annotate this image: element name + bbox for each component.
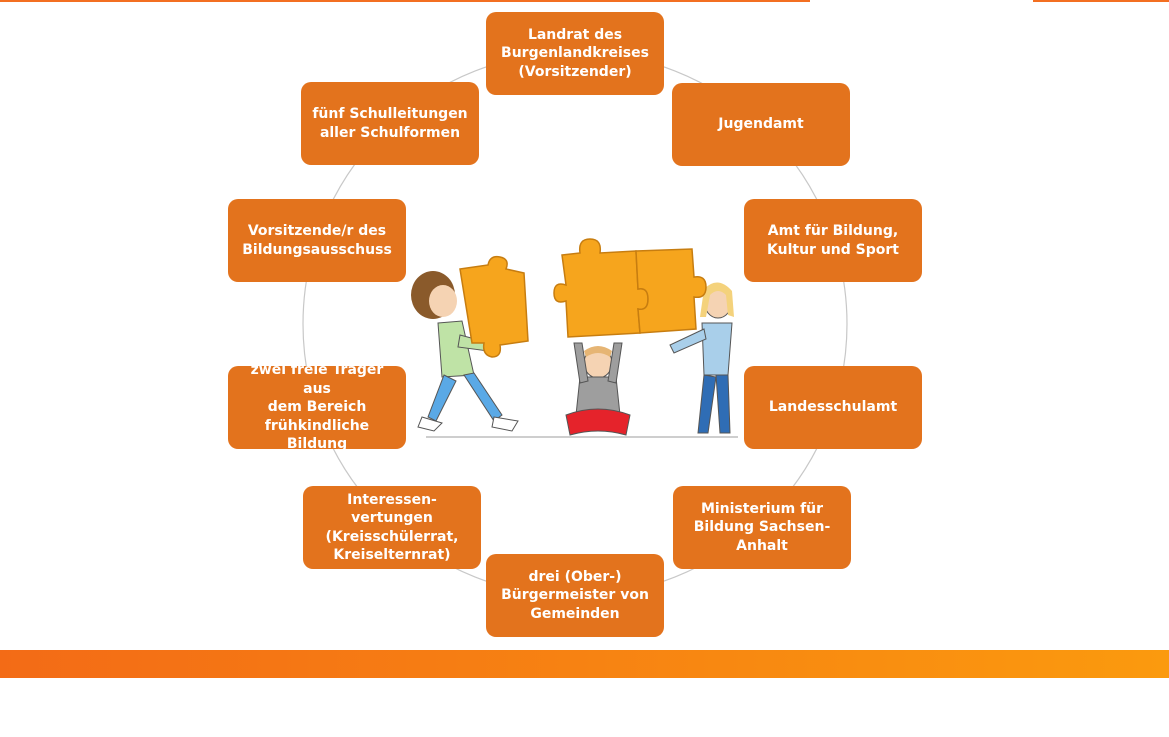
node-freie-traeger: zwei freie Träger aus dem Bereich frühki…: [228, 362, 406, 452]
right-person-icon: [669, 282, 734, 434]
node-landesschulamt: Landesschulamt: [744, 366, 922, 449]
node-landrat: Landrat des Burgenlandkreises (Vorsitzen…: [486, 12, 664, 95]
node-jugendamt: Jugendamt: [672, 83, 850, 166]
node-interessen: Interessen- vertungen (Kreisschülerrat, …: [303, 486, 481, 569]
left-puzzle-piece-icon: [459, 255, 529, 358]
center-person-icon: [565, 342, 631, 436]
top-accent-line-left: [0, 0, 810, 2]
center-puzzle-pieces-icon: [553, 238, 707, 338]
node-ausschuss: Vorsitzende/r des Bildungsausschuss: [228, 199, 406, 282]
node-amt-bildung: Amt für Bildung, Kultur und Sport: [744, 199, 922, 282]
left-person-icon: [411, 271, 519, 432]
node-schulleitungen: fünf Schulleitungen aller Schulformen: [301, 82, 479, 165]
people-assembling-puzzle-icon: [411, 238, 738, 438]
bottom-gradient-band: [0, 650, 1169, 678]
node-ministerium: Ministerium für Bildung Sachsen- Anhalt: [673, 486, 851, 569]
top-accent-line-right: [1033, 0, 1169, 2]
node-buergermeister: drei (Ober-) Bürgermeister von Gemeinden: [486, 554, 664, 637]
